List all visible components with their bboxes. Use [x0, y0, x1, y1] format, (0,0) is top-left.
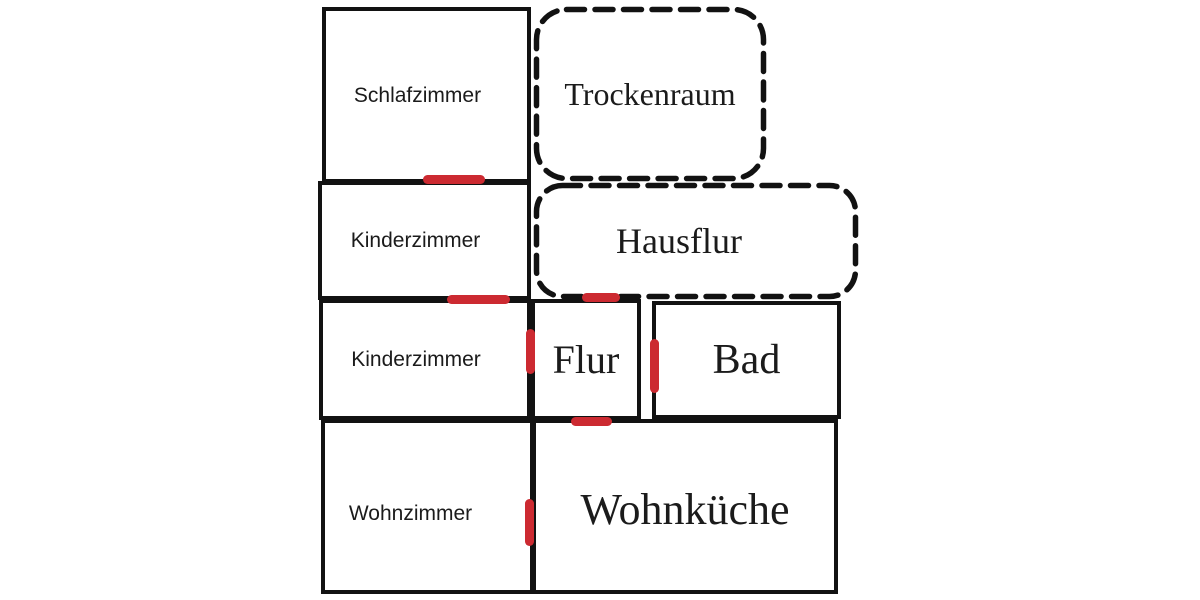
room-label-kinderzimmer-2: Kinderzimmer: [351, 348, 481, 371]
room-label-flur: Flur: [552, 336, 620, 382]
room-label-bad: Bad: [712, 337, 781, 383]
room-kinderzimmer-1: Kinderzimmer: [318, 181, 531, 300]
door-kinderzimmer-flur: [526, 329, 535, 374]
dashed-border-hausflur: [533, 182, 859, 300]
room-bad: Bad: [652, 301, 841, 419]
door-flur-bad: [650, 339, 659, 393]
room-schlafzimmer: Schlafzimmer: [322, 7, 531, 183]
room-wohnzimmer: Wohnzimmer: [321, 419, 534, 594]
room-flur: Flur: [531, 299, 641, 420]
room-label-kinderzimmer-1: Kinderzimmer: [350, 229, 481, 252]
room-label-trockenraum: Trockenraum: [564, 76, 736, 112]
door-flur-wohnkueche: [571, 417, 612, 426]
room-hausflur: Hausflur: [533, 182, 859, 300]
room-kinderzimmer-2: Kinderzimmer: [319, 299, 531, 420]
room-label-hausflur: Hausflur: [616, 221, 742, 261]
dashed-border-trockenraum: [533, 6, 767, 182]
room-wohnkueche: Wohnküche: [532, 419, 838, 594]
door-schlafzimmer-kinderzimmer: [423, 175, 485, 184]
room-label-schlafzimmer: Schlafzimmer: [353, 83, 482, 107]
door-wohnzimmer-wohnkueche: [525, 499, 534, 546]
door-kinderzimmer-kinderzimmer: [447, 295, 510, 304]
room-label-wohnzimmer: Wohnzimmer: [348, 502, 473, 525]
room-label-wohnkueche: Wohnküche: [580, 484, 790, 534]
door-hausflur-flur: [582, 293, 620, 302]
room-trockenraum: Trockenraum: [533, 6, 767, 182]
